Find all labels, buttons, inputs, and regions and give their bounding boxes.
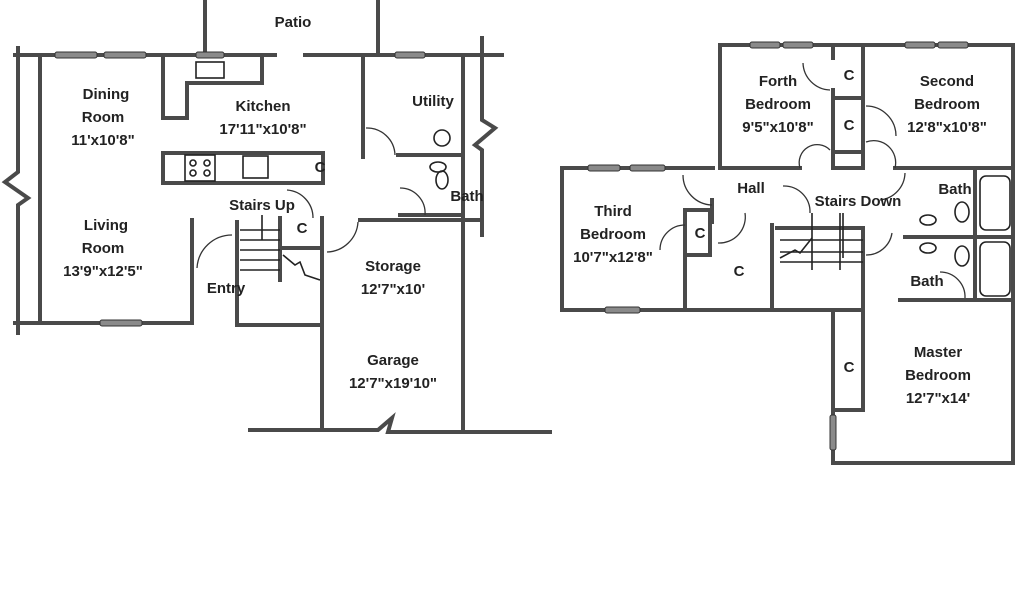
second-floor-fixtures [659, 62, 1011, 299]
garage-label: Garage [367, 352, 419, 369]
second-bedroom-size: 12'8"x10'8" [907, 119, 987, 136]
third-bedroom-label: Third [594, 203, 632, 220]
first-floor-labels: Patio Dining Room 11'x10'8" Kitchen 17'1… [63, 14, 484, 392]
living-label: Living [84, 217, 128, 234]
dining-size: 11'x10'8" [71, 132, 134, 149]
first-floor-walls [1, 0, 552, 434]
first-floor-fixtures [184, 61, 451, 281]
second-bedroom-label: Second [920, 73, 974, 90]
hall-label: Hall [737, 180, 765, 197]
storage-label: Storage [365, 258, 421, 275]
second-floor-labels: Forth Bedroom 9'5"x10'8" Second Bedroom … [573, 67, 987, 407]
utility-label: Utility [412, 93, 454, 110]
bath-label-2: Bath [910, 273, 943, 290]
bathtub-icon [979, 175, 1011, 231]
toilet-icon [954, 201, 970, 223]
forth-bedroom-label-2: Bedroom [745, 96, 811, 113]
master-bedroom-label-2: Bedroom [905, 367, 971, 384]
stairs-up-label: Stairs Up [229, 197, 295, 214]
dining-label-2: Room [82, 109, 125, 126]
storage-size: 12'7"x10' [361, 281, 425, 298]
closet-label: C [695, 225, 706, 242]
closet-label: C [844, 67, 855, 84]
master-bedroom-label: Master [914, 344, 963, 361]
bath-sink-icon [429, 161, 447, 173]
forth-bedroom-size: 9'5"x10'8" [742, 119, 813, 136]
kitchen-label: Kitchen [235, 98, 290, 115]
master-bedroom-size: 12'7"x14' [906, 390, 970, 407]
dining-label: Dining [83, 86, 130, 103]
bath-sink-icon [919, 214, 937, 226]
kitchen-sink-icon [195, 61, 225, 79]
third-bedroom-size: 10'7"x12'8" [573, 249, 653, 266]
bath-sink-icon [919, 242, 937, 254]
bath-label: Bath [450, 188, 483, 205]
kitchen-closet-label: C [315, 159, 326, 176]
living-size: 13'9"x12'5" [63, 263, 143, 280]
first-floor-plan: Patio Dining Room 11'x10'8" Kitchen 17'1… [1, 0, 552, 434]
stove-icon [184, 154, 216, 182]
kitchen-size: 17'11"x10'8" [219, 121, 306, 138]
closet-label: C [844, 117, 855, 134]
third-bedroom-label-2: Bedroom [580, 226, 646, 243]
stairs-treads [779, 213, 863, 270]
garage-size: 12'7"x19'10" [349, 375, 437, 392]
stairs-treads [240, 215, 321, 281]
toilet-icon [435, 170, 449, 190]
door-swings [196, 127, 426, 269]
dishwasher-icon [242, 155, 269, 179]
second-bedroom-label-2: Bedroom [914, 96, 980, 113]
water-heater-icon [433, 129, 451, 147]
toilet-icon [954, 245, 970, 267]
stairs-down-label: Stairs Down [815, 193, 902, 210]
second-floor-plan: Forth Bedroom 9'5"x10'8" Second Bedroom … [560, 41, 1015, 465]
second-floor-windows [587, 41, 969, 451]
forth-bedroom-label: Forth [759, 73, 797, 90]
door-swings [659, 62, 966, 299]
patio-label: Patio [275, 14, 312, 31]
first-floor-windows [54, 51, 426, 327]
entry-label: Entry [207, 280, 246, 297]
bathtub-icon [979, 241, 1011, 297]
living-label-2: Room [82, 240, 125, 257]
closet-label: C [734, 263, 745, 280]
stairs-closet-label: C [297, 220, 308, 237]
closet-label: C [844, 359, 855, 376]
bath-label: Bath [938, 181, 971, 198]
